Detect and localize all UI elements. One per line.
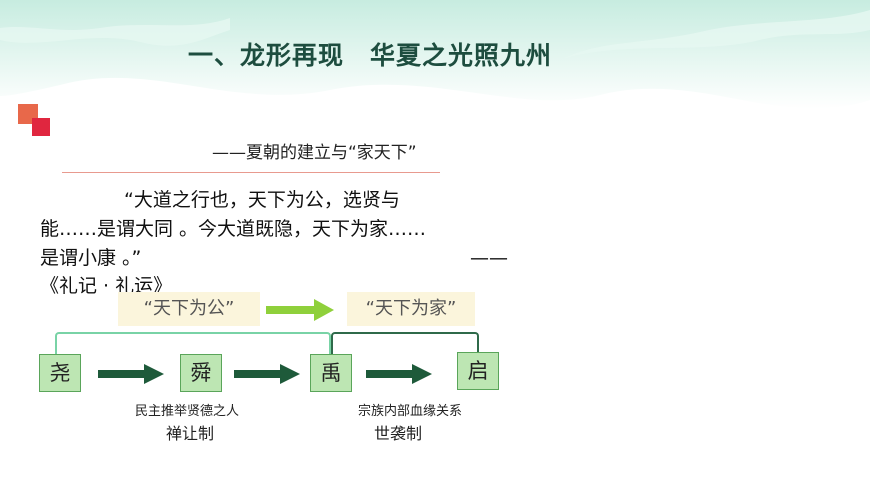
- arrow-right-icon: [98, 364, 164, 384]
- tag-family: “天下为家”: [347, 292, 475, 326]
- arrow-right-icon: [366, 364, 432, 384]
- quote-line-2: 能……是谓大同 。今大道既隐，天下为家……: [40, 218, 427, 240]
- quote-line-1: “大道之行也，天下为公，选贤与: [124, 189, 400, 211]
- note-right-desc: 宗族内部血缘关系: [358, 404, 463, 419]
- divider-line: [62, 172, 440, 173]
- quote-dash: ——: [470, 247, 508, 269]
- page-subtitle: ——夏朝的建立与“家天下”: [212, 143, 417, 163]
- ruler-box-shun: 舜: [180, 354, 222, 392]
- arrow-right-icon: [266, 299, 334, 321]
- quote-source: 《礼记 · 礼运》: [40, 275, 173, 297]
- tag-public: “天下为公”: [118, 292, 260, 326]
- bracket-shanrang: [55, 332, 331, 356]
- decor-square-red: [32, 118, 50, 136]
- ruler-box-yao: 尧: [39, 354, 81, 392]
- cloud-background: [0, 0, 870, 109]
- note-right-system: 世袭制: [374, 424, 423, 443]
- note-left-system: 禅让制: [166, 424, 215, 443]
- page-title: 一、龙形再现 华夏之光照九州: [188, 41, 553, 70]
- arrow-right-icon: [234, 364, 300, 384]
- bracket-shixi: [331, 332, 479, 356]
- note-left-desc: 民主推举贤德之人: [135, 404, 240, 419]
- ruler-box-yu: 禹: [310, 354, 352, 392]
- quote-line-3: 是谓小康 。”: [40, 247, 142, 269]
- ruler-box-qi: 启: [457, 352, 499, 390]
